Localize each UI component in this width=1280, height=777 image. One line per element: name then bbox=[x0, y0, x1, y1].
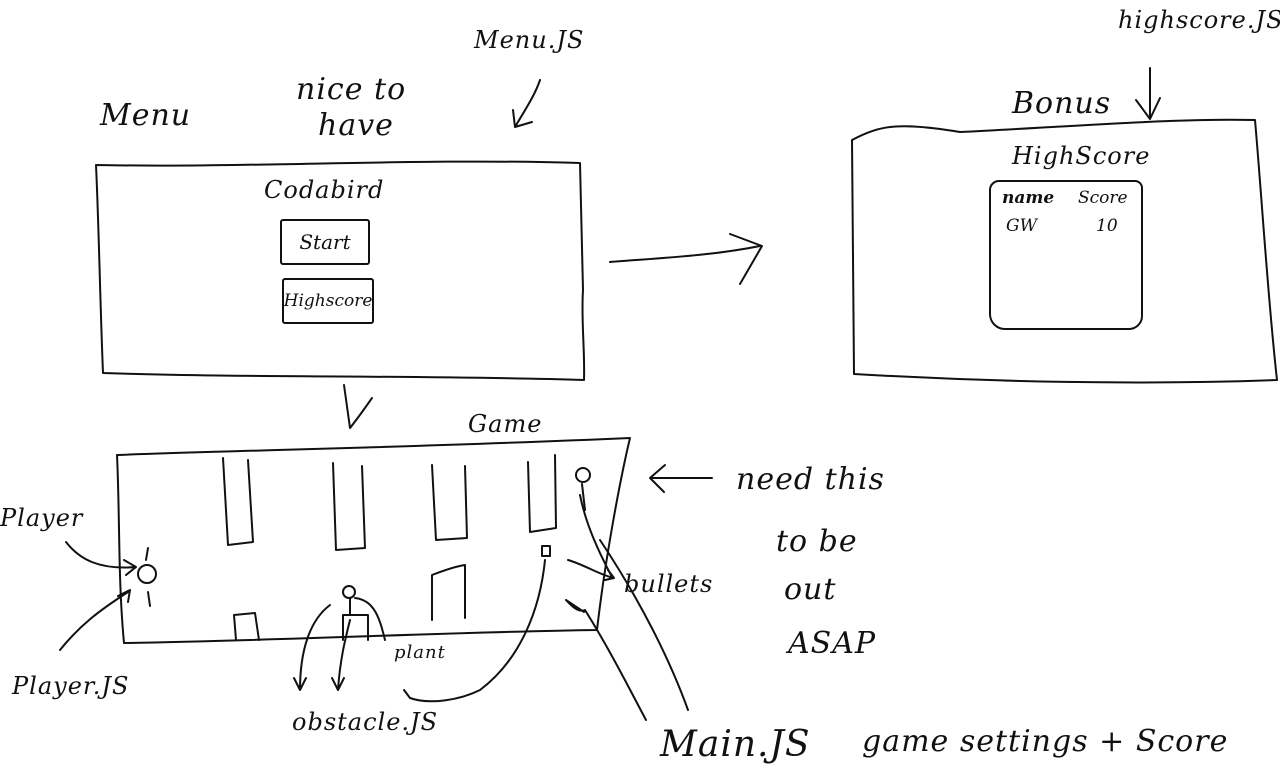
arrow-highscore-js bbox=[1135, 67, 1161, 120]
nice-to-have-line-1: nice to bbox=[296, 72, 407, 107]
highscore-row-score: 10 bbox=[1096, 216, 1118, 236]
pipe-top-1 bbox=[222, 457, 254, 546]
player-bird bbox=[137, 564, 157, 584]
codabird-title: Codabird bbox=[264, 176, 385, 204]
highscore-screen-title: HighScore bbox=[1012, 142, 1151, 170]
highscore-row-name: GW bbox=[1006, 216, 1038, 236]
need-this-line-2: to be bbox=[776, 524, 858, 559]
need-this-line-1: need this bbox=[736, 462, 885, 497]
obstacle-js-label: obstacle.JS bbox=[292, 708, 439, 736]
player-js-label: Player.JS bbox=[12, 672, 130, 700]
highscore-screen-frame bbox=[851, 118, 1278, 384]
arrow-need-this bbox=[649, 464, 713, 493]
pipe-top-2 bbox=[332, 462, 366, 551]
game-screen-frame bbox=[116, 437, 631, 644]
menu-title-label: Menu bbox=[100, 98, 192, 133]
arrow-menu-to-highscore bbox=[609, 233, 763, 285]
highscore-col-score: Score bbox=[1078, 188, 1128, 208]
need-this-line-3: out bbox=[784, 572, 837, 607]
obstacle-bottom-2 bbox=[431, 564, 466, 621]
arrow-main-js bbox=[565, 599, 647, 721]
start-button[interactable]: Start bbox=[280, 219, 370, 265]
bonus-label: Bonus bbox=[1012, 86, 1112, 121]
plant bbox=[342, 597, 369, 641]
highscore-button[interactable]: Highscore bbox=[282, 278, 374, 324]
bullet bbox=[541, 545, 551, 557]
bullets-label: bullets bbox=[624, 570, 714, 598]
highscore-col-name: name bbox=[1002, 188, 1055, 208]
menu-js-label: Menu.JS bbox=[474, 26, 585, 54]
arrow-plant bbox=[354, 597, 386, 641]
enemy-head bbox=[575, 467, 591, 483]
nice-to-have-line-2: have bbox=[318, 108, 394, 143]
arrow-player-js bbox=[59, 589, 131, 651]
highscore-js-label: highscore.JS bbox=[1118, 6, 1280, 34]
highscore-table-panel bbox=[989, 180, 1143, 330]
main-js-label: Main.JS bbox=[660, 724, 811, 765]
player-label: Player bbox=[0, 504, 84, 532]
obstacle-bottom-1 bbox=[233, 612, 260, 641]
pipe-top-4 bbox=[527, 454, 557, 533]
arrow-obstacle-js-2 bbox=[331, 619, 351, 691]
game-label: Game bbox=[468, 410, 543, 438]
arrow-player bbox=[65, 541, 137, 576]
plant-head bbox=[342, 585, 356, 599]
arrow-obstacle-js-3 bbox=[403, 559, 546, 703]
pipe-top-3 bbox=[431, 464, 468, 541]
arrow-menu-js bbox=[512, 79, 541, 128]
menu-screen-frame bbox=[95, 160, 586, 381]
plant-label: plant bbox=[394, 642, 446, 663]
game-settings-label: game settings + Score bbox=[862, 724, 1229, 759]
need-this-line-4: ASAP bbox=[788, 626, 877, 661]
arrow-obstacle-js-1 bbox=[293, 604, 331, 691]
arrow-bullets bbox=[567, 494, 615, 581]
arrow-main-js-2 bbox=[599, 539, 689, 711]
arrow-menu-to-game bbox=[343, 384, 373, 429]
